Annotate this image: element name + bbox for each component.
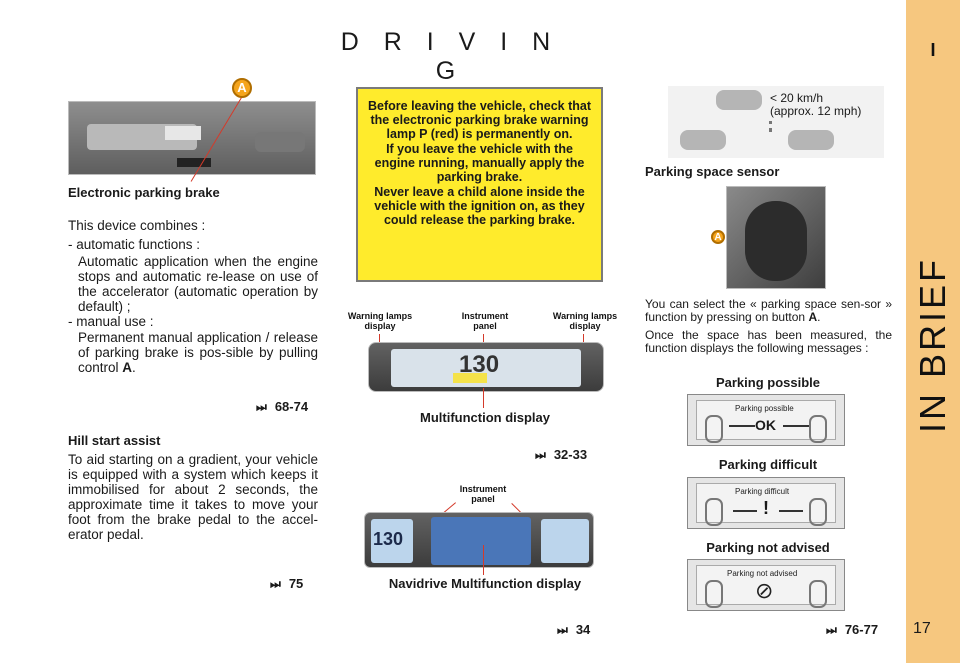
parking-sensor-text: You can select the « parking space sen-s… xyxy=(645,297,892,355)
parking-possible-screen: Parking possible OK xyxy=(687,394,845,446)
multifunction-display-caption: Multifunction display xyxy=(420,410,550,425)
callout-line xyxy=(483,388,484,408)
page-ref-icon: ⏭ xyxy=(256,400,267,414)
warning-text-3: Never leave a child alone inside the veh… xyxy=(374,185,585,227)
sensor-button-photo xyxy=(726,186,826,289)
warning-text-2: If you leave the vehicle with the engine… xyxy=(374,142,585,184)
page-title: D R I V I N G xyxy=(340,28,560,85)
navidrive-caption: Navidrive Multifunction display xyxy=(388,576,582,591)
page-ref-icon: ⏭ xyxy=(270,577,281,591)
screen-title: Parking difficult xyxy=(735,487,790,496)
warning-text-1: Before leaving the vehicle, check that t… xyxy=(368,99,591,141)
warning-lamps-label-left: Warning lamps display xyxy=(347,311,413,331)
parking-brake-photo xyxy=(68,101,316,175)
parking-brake-intro: This device combines : xyxy=(68,218,206,233)
parking-sensor-heading: Parking space sensor xyxy=(645,164,780,179)
parking-not-advised-heading: Parking not advised xyxy=(706,540,830,555)
navidrive-display-photo: 130 xyxy=(364,512,594,568)
parking-difficult-screen: Parking difficult ! xyxy=(687,477,845,529)
parking-not-advised-screen: Parking not advised ⊘ xyxy=(687,559,845,611)
page-ref-icon: ⏭ xyxy=(557,623,568,637)
parking-sensor-illustration xyxy=(668,86,884,158)
instrument-panel-label: Instrument panel xyxy=(461,311,509,331)
page-ref-icon: ⏭ xyxy=(535,448,546,462)
section-mark: I xyxy=(930,40,936,60)
navidrive-speed-readout: 130 xyxy=(373,529,404,549)
parking-possible-heading: Parking possible xyxy=(715,375,821,390)
navidrive-instrument-label: Instrument panel xyxy=(459,484,507,504)
ok-text: OK xyxy=(755,417,776,433)
manual-use-label: - manual use : xyxy=(68,314,154,329)
exclamation-icon: ! xyxy=(763,498,769,518)
screen-title: Parking possible xyxy=(735,404,794,413)
manual-use-text: Permanent manual application / release o… xyxy=(78,330,318,375)
warning-lamps-label-right: Warning lamps display xyxy=(552,311,618,331)
parking-brake-heading: Electronic parking brake xyxy=(68,185,220,200)
section-tab-title: IN BRIEF xyxy=(912,256,953,434)
screen-title: Parking not advised xyxy=(727,569,798,578)
parking-brake-page-ref[interactable]: ⏭68-74 xyxy=(256,399,309,414)
marker-a-badge: A xyxy=(232,78,252,98)
callout-line xyxy=(483,545,484,575)
navidrive-page-ref[interactable]: ⏭34 xyxy=(557,622,591,637)
sensor-button-marker: A xyxy=(711,230,725,244)
auto-functions-text: Automatic application when the engine st… xyxy=(78,254,318,314)
page-number: 17 xyxy=(913,620,931,637)
auto-functions-label: - automatic functions : xyxy=(68,237,201,252)
hill-start-heading: Hill start assist xyxy=(68,433,161,448)
hill-start-page-ref[interactable]: ⏭75 xyxy=(270,576,304,591)
page-ref-icon: ⏭ xyxy=(826,623,837,637)
section-tab xyxy=(906,0,960,663)
no-entry-icon: ⊘ xyxy=(755,578,774,603)
parking-sensor-page-ref[interactable]: ⏭76-77 xyxy=(826,622,879,637)
warning-box: Before leaving the vehicle, check that t… xyxy=(356,87,603,282)
multifunction-page-ref[interactable]: ⏭32-33 xyxy=(535,447,588,462)
multifunction-display-photo: 130 xyxy=(368,342,604,392)
parking-difficult-heading: Parking difficult xyxy=(718,457,818,472)
speed-threshold-text: < 20 km/h (approx. 12 mph) xyxy=(768,91,864,118)
hill-start-text: To aid starting on a gradient, your vehi… xyxy=(68,452,318,542)
